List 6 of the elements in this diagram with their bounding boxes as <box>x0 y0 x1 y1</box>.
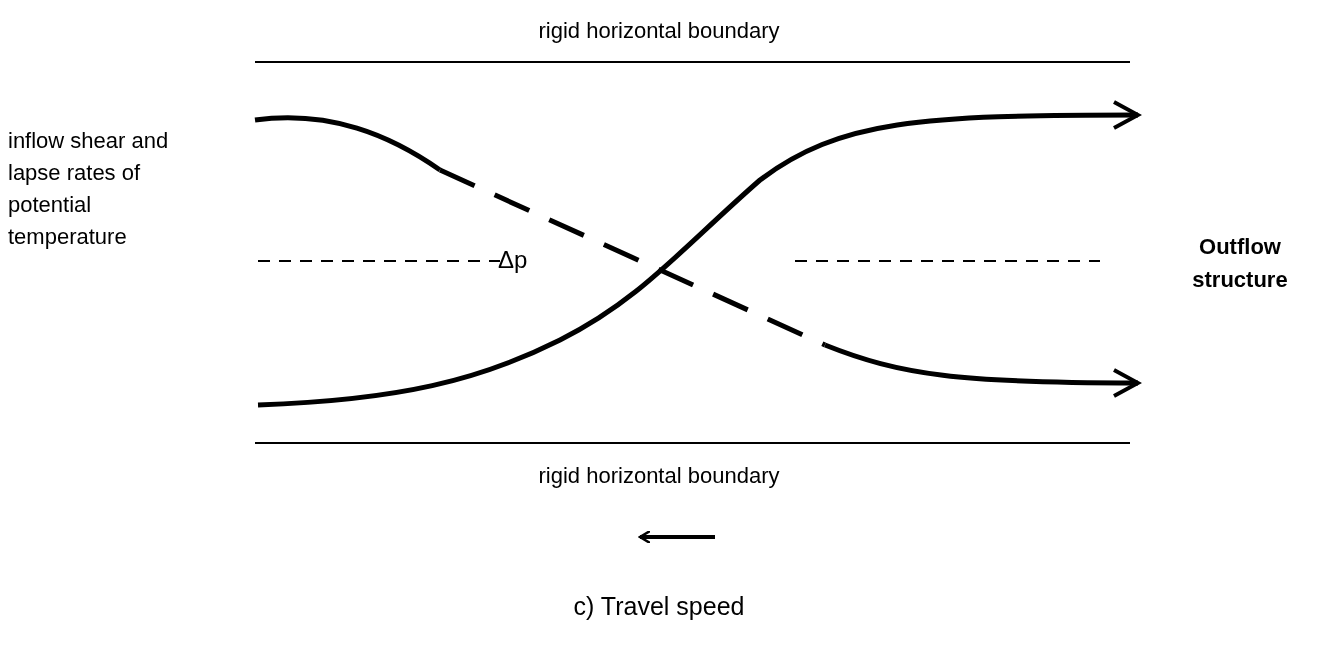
boundary-label: rigid horizontal boundary <box>538 463 780 489</box>
inflow-label: inflow shear and lapse rates of potential temperature <box>8 127 170 251</box>
figure-caption: c) Travel speed <box>573 592 745 620</box>
boundary-label: rigid horizontal boundary <box>538 18 780 44</box>
outflow-label: Outflow structure <box>1191 233 1289 294</box>
delta-p-label: Δp <box>498 246 528 274</box>
